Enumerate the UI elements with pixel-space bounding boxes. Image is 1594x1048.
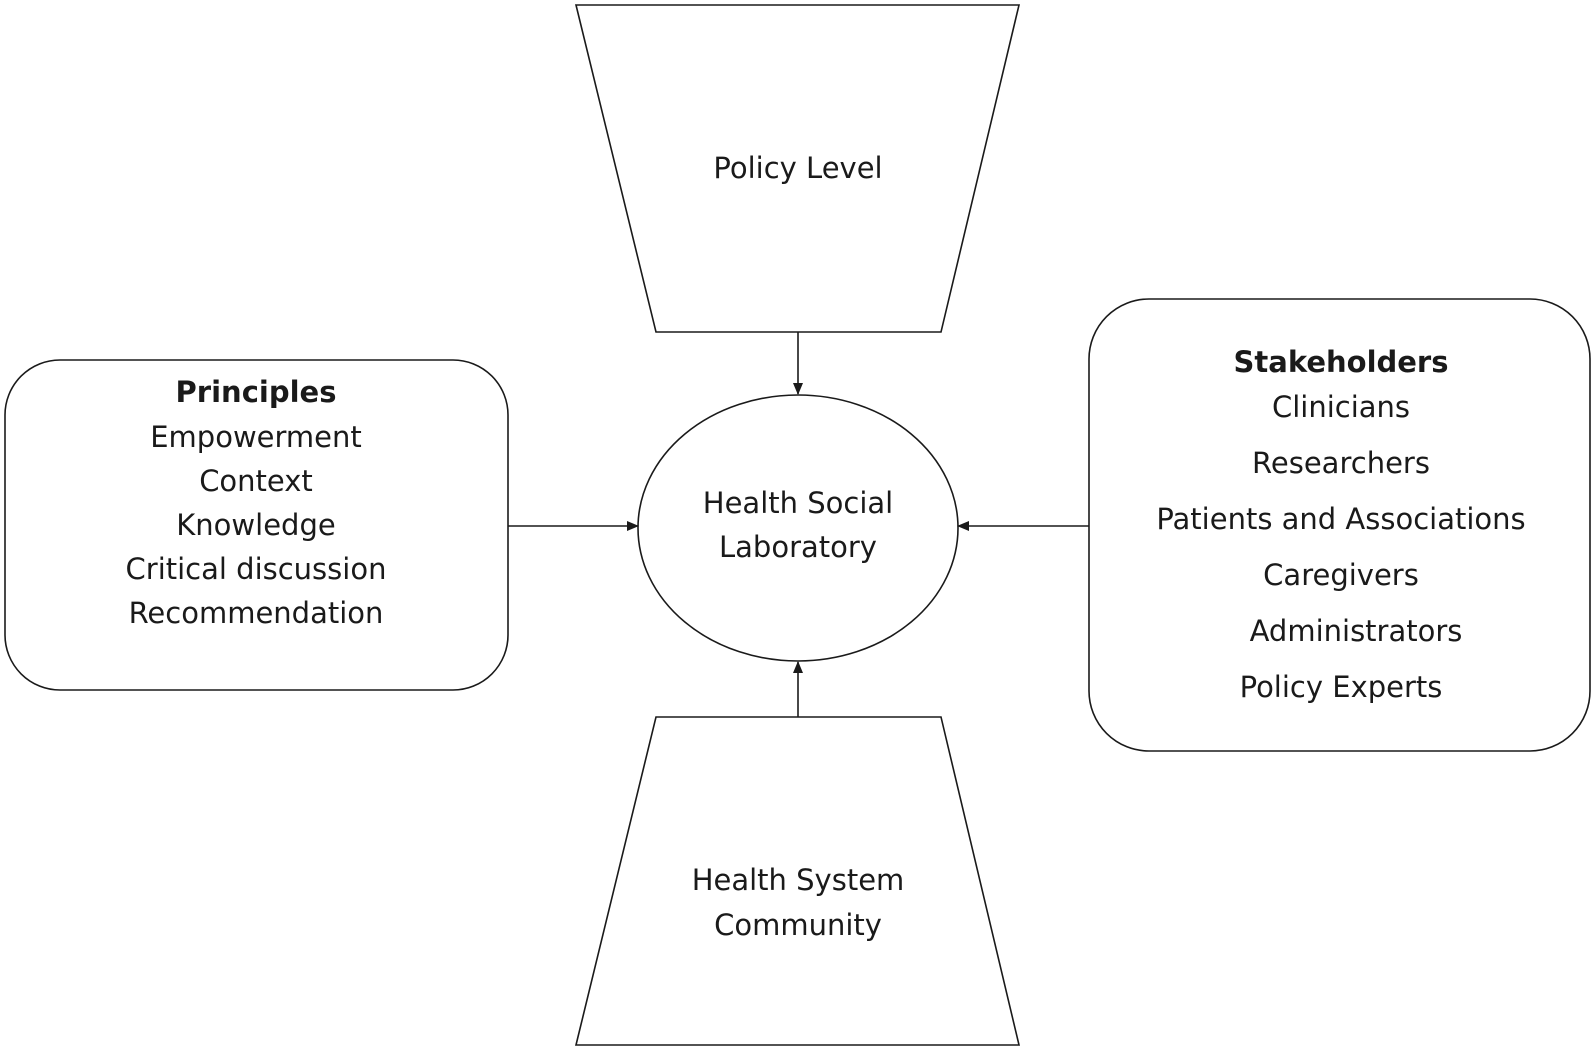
principles-item: Empowerment bbox=[150, 420, 362, 454]
principles-item: Recommendation bbox=[129, 596, 384, 630]
policy-level-node: Policy Level bbox=[574, 4, 1021, 333]
health-social-laboratory-node: Health Social Laboratory bbox=[637, 394, 959, 662]
health-system-label-line2: Community bbox=[714, 908, 882, 942]
health-social-laboratory-ellipse bbox=[637, 394, 959, 662]
principles-item: Context bbox=[199, 464, 313, 498]
health-system-community-trapezoid bbox=[574, 716, 1021, 1046]
stakeholders-item: Administrators bbox=[1250, 614, 1463, 648]
stakeholders-item: Patients and Associations bbox=[1156, 502, 1525, 536]
stakeholders-item: Researchers bbox=[1252, 446, 1430, 480]
stakeholders-item: Policy Experts bbox=[1240, 670, 1443, 704]
health-system-community-node: Health System Community bbox=[574, 716, 1021, 1046]
policy-level-trapezoid bbox=[574, 4, 1021, 333]
principles-item: Knowledge bbox=[176, 508, 335, 542]
principles-box bbox=[4, 359, 509, 691]
principles-node: Principles Empowerment Context Knowledge… bbox=[4, 359, 509, 691]
health-system-label-line1: Health System bbox=[692, 863, 905, 897]
center-label-line2: Laboratory bbox=[719, 530, 877, 564]
stakeholders-node: Stakeholders Clinicians Researchers Pati… bbox=[1088, 298, 1591, 752]
center-label-line1: Health Social bbox=[703, 486, 893, 520]
stakeholders-item: Caregivers bbox=[1263, 558, 1419, 592]
stakeholders-item: Clinicians bbox=[1272, 390, 1410, 424]
policy-level-label: Policy Level bbox=[713, 151, 882, 185]
stakeholders-box bbox=[1088, 298, 1591, 752]
stakeholders-title: Stakeholders bbox=[1234, 345, 1449, 379]
principles-item: Critical discussion bbox=[126, 552, 387, 586]
principles-title: Principles bbox=[176, 375, 337, 409]
